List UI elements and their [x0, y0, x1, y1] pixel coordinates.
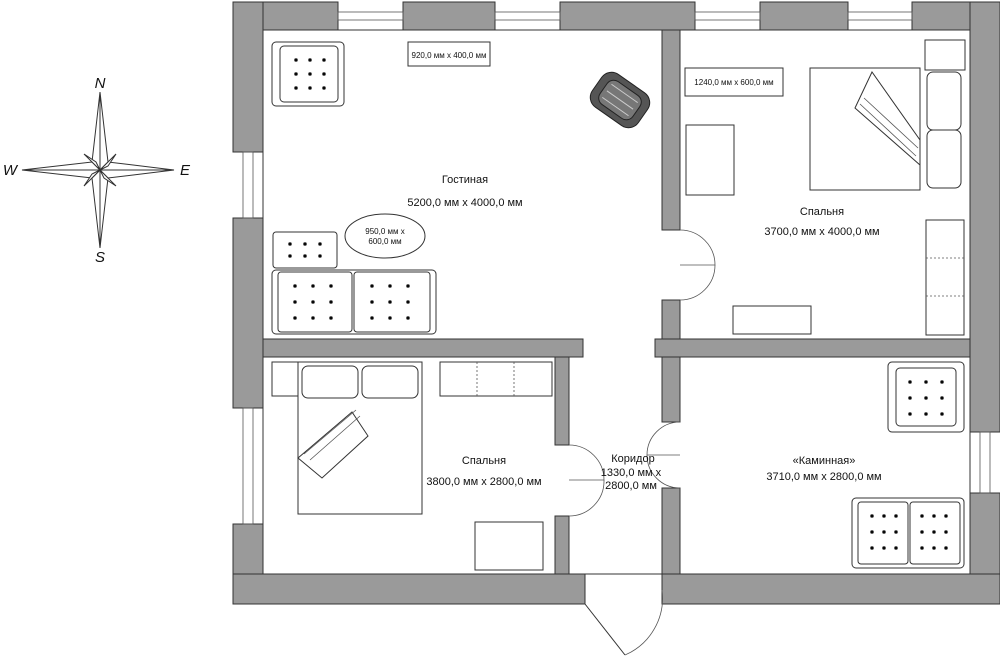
- desk-size: 1240,0 мм x 600,0 мм: [694, 78, 773, 87]
- wall-inner-h-right: [654, 338, 971, 358]
- table-size-line2: 600,0 мм: [368, 237, 401, 246]
- wardrobe-1: [925, 219, 965, 336]
- room-labels: Гостиная 5200,0 мм x 4000,0 мм Спальня 3…: [407, 174, 881, 492]
- wall-inner-v-right: [661, 356, 681, 423]
- tv-unit: [407, 41, 491, 67]
- corridor-size-line2: 2800,0 мм: [605, 480, 657, 492]
- bedroom1-name: Спальня: [800, 206, 844, 218]
- windows-top: [337, 11, 913, 21]
- wardrobe-2: [439, 361, 553, 397]
- wall-top-3: [559, 1, 696, 31]
- compass-east-label: E: [180, 162, 191, 179]
- bedroom2-name: Спальня: [462, 455, 506, 467]
- compass-west-label: W: [3, 162, 19, 179]
- bedroom1-size: 3700,0 мм x 4000,0 мм: [764, 226, 879, 238]
- compass-south-label: S: [95, 249, 105, 266]
- wall-right-1: [969, 1, 1000, 433]
- wall-top-4: [759, 1, 849, 31]
- pouf: [272, 231, 338, 269]
- corridor-size-line1: 1330,0 мм x: [601, 467, 662, 479]
- wall-bottom-1: [232, 573, 586, 605]
- bedroom2-size: 3800,0 мм x 2800,0 мм: [426, 476, 541, 488]
- fireplace-room-size: 3710,0 мм x 2800,0 мм: [766, 471, 881, 483]
- corridor-name: Коридор: [611, 453, 654, 465]
- desk-2: [474, 521, 544, 571]
- fireplace-room-name: «Каминная»: [793, 455, 856, 467]
- bedroom1-furniture: 1240,0 мм x 600,0 мм: [684, 39, 966, 336]
- bench: [732, 305, 812, 335]
- window-right: [979, 431, 991, 494]
- doors: [568, 229, 716, 656]
- wall-bottom-2: [661, 573, 1000, 605]
- oval-table: [344, 213, 426, 259]
- tv-unit-size: 920,0 мм x 400,0 мм: [412, 51, 487, 60]
- compass-rose: N S W E: [3, 75, 191, 266]
- living-room-name: Гостиная: [442, 174, 488, 186]
- wall-inner-v-left-bottom: [554, 515, 570, 575]
- wall-left-2: [232, 217, 264, 409]
- compass-north-label: N: [95, 75, 106, 92]
- window-left-1: [242, 151, 254, 219]
- fireplace-room-furniture: [851, 361, 965, 569]
- living-room-furniture: 920,0 мм x 400,0 мм 950,0 мм x 600,0 мм: [271, 41, 651, 335]
- wall-inner-v-right-bottom: [661, 487, 681, 575]
- chair: [685, 124, 735, 196]
- window-left-2: [242, 407, 254, 525]
- table-size-line1: 950,0 мм x: [365, 227, 404, 236]
- bedroom2-furniture: [271, 361, 553, 571]
- wall-top-2: [402, 1, 496, 31]
- lounge-chair: [589, 71, 651, 129]
- wall-inner-v-mid: [661, 299, 681, 340]
- nightstand: [924, 39, 966, 71]
- wall-inner-v-left: [554, 356, 570, 446]
- wall-inner-h-left: [262, 338, 584, 358]
- wall-inner-v-top: [661, 29, 681, 231]
- living-room-size: 5200,0 мм x 4000,0 мм: [407, 197, 522, 209]
- wall-left-1: [232, 1, 264, 153]
- desk: [684, 67, 784, 97]
